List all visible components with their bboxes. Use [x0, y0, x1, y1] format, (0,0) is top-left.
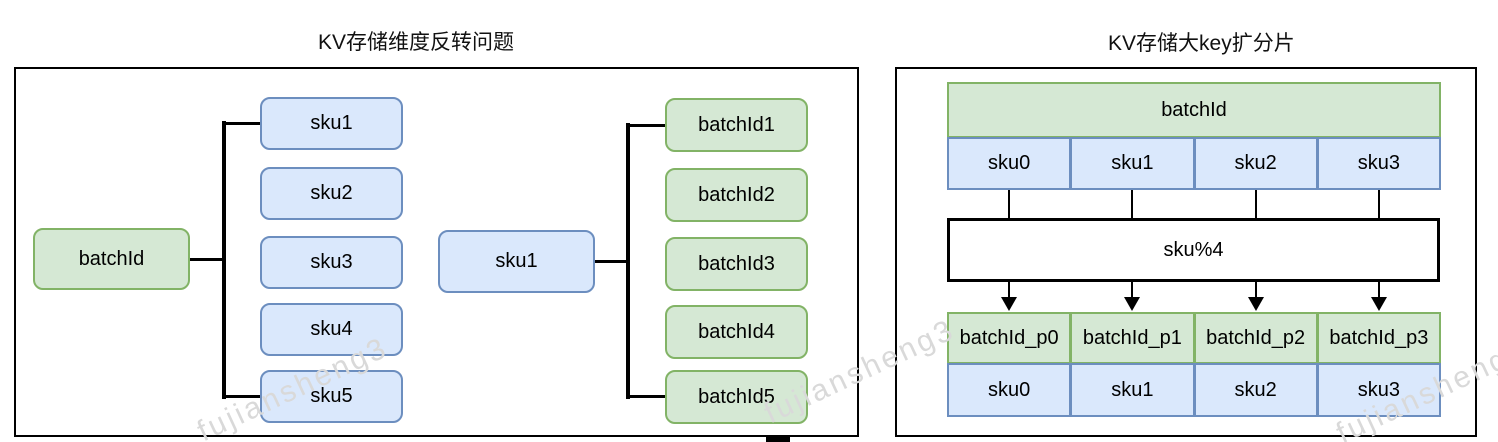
node-label: sku5: [310, 385, 353, 407]
arrow-head-3: [1371, 297, 1387, 311]
connector-feeder-a: [190, 258, 226, 261]
arrow-stem-2: [1255, 282, 1257, 299]
node-batchid5: batchId5: [665, 370, 808, 424]
node-batchid4: batchId4: [665, 305, 808, 359]
node-sku1-root: sku1: [438, 230, 595, 293]
node-batchid-header: batchId: [947, 82, 1441, 138]
arrow-head-2: [1248, 297, 1264, 311]
node-sku4: sku4: [260, 303, 403, 356]
partition-row: batchId_p0 batchId_p1 batchId_p2 batchId…: [947, 312, 1441, 364]
cell-label: batchId_p1: [1082, 326, 1182, 349]
bottom-edge-artifact: [766, 437, 790, 442]
cell-label: batchId_p0: [959, 326, 1059, 349]
node-label: batchId5: [698, 385, 775, 408]
cell-batchid-p2: batchId_p2: [1193, 312, 1318, 364]
cell-label: batchId_p3: [1329, 326, 1429, 349]
bottom-sku-row: sku0 sku1 sku2 sku3: [947, 363, 1441, 417]
cell-label: sku2: [1234, 378, 1277, 401]
cell-label: sku3: [1357, 152, 1400, 174]
cell-top-sku0: sku0: [947, 137, 1072, 190]
cell-top-sku1: sku1: [1070, 137, 1195, 190]
cell-top-sku3: sku3: [1316, 137, 1441, 190]
cell-label: sku3: [1357, 378, 1400, 401]
cell-bottom-sku2: sku2: [1193, 363, 1318, 417]
cell-label: sku0: [988, 152, 1031, 174]
arrow-stem-0: [1008, 282, 1010, 299]
connector-stub-top-a: [224, 122, 260, 125]
connector-down-0: [1008, 190, 1010, 218]
node-label: batchId3: [698, 252, 775, 275]
connector-stub-bottom-a: [224, 395, 260, 398]
cell-label: sku1: [1111, 378, 1154, 401]
node-sku5: sku5: [260, 370, 403, 423]
node-label: sku1: [310, 112, 353, 134]
cell-label: sku2: [1234, 152, 1277, 174]
node-label: sku2: [310, 182, 353, 204]
cell-top-sku2: sku2: [1193, 137, 1318, 190]
cell-batchid-p3: batchId_p3: [1316, 312, 1441, 364]
node-sku-mod4: sku%4: [947, 218, 1440, 282]
node-label: sku4: [310, 318, 353, 340]
node-batchid2: batchId2: [665, 168, 808, 222]
node-label: batchId4: [698, 320, 775, 343]
cell-label: sku1: [1111, 152, 1154, 174]
arrow-stem-1: [1131, 282, 1133, 299]
node-label: batchId: [78, 247, 145, 270]
cell-batchid-p0: batchId_p0: [947, 312, 1072, 364]
cell-label: batchId_p2: [1206, 326, 1306, 349]
node-batchid-root: batchId: [33, 228, 190, 290]
cell-bottom-sku3: sku3: [1316, 363, 1441, 417]
node-sku1: sku1: [260, 97, 403, 150]
connector-down-3: [1378, 190, 1380, 218]
node-label: sku1: [495, 250, 538, 272]
arrow-head-1: [1124, 297, 1140, 311]
node-label: sku3: [310, 251, 353, 273]
node-sku3: sku3: [260, 236, 403, 289]
arrow-head-0: [1001, 297, 1017, 311]
node-label: batchId1: [698, 113, 775, 136]
cell-batchid-p1: batchId_p1: [1070, 312, 1195, 364]
connector-feeder-b: [595, 260, 630, 263]
connector-down-1: [1131, 190, 1133, 218]
node-batchid1: batchId1: [665, 98, 808, 152]
connector-stub-bottom-b: [628, 395, 665, 398]
cell-bottom-sku1: sku1: [1070, 363, 1195, 417]
cell-label: sku0: [988, 378, 1031, 401]
connector-stub-top-b: [628, 124, 665, 127]
right-panel-title: KV存储大key扩分片: [1108, 32, 1295, 55]
node-label: batchId2: [698, 183, 775, 206]
arrow-stem-3: [1378, 282, 1380, 299]
node-label: sku%4: [1163, 238, 1224, 261]
top-sku-row: sku0 sku1 sku2 sku3: [947, 137, 1441, 190]
node-label: batchId: [1161, 98, 1227, 121]
connector-down-2: [1255, 190, 1257, 218]
node-sku2: sku2: [260, 167, 403, 220]
node-batchid3: batchId3: [665, 237, 808, 291]
left-panel-title: KV存储维度反转问题: [318, 31, 515, 54]
cell-bottom-sku0: sku0: [947, 363, 1072, 417]
